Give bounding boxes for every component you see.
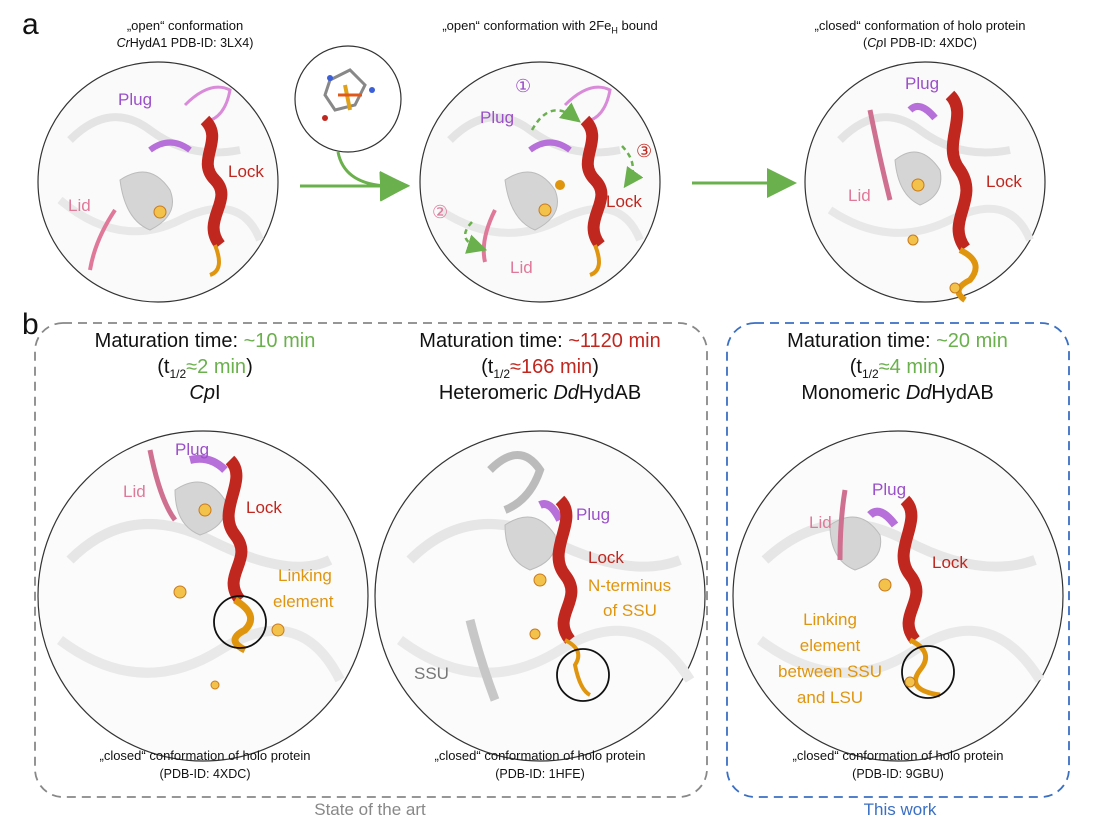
- b3-lid-label: Lid: [809, 513, 832, 532]
- b2-ssu-label: SSU: [414, 664, 449, 683]
- a3-caption: „closed“ conformation of holo protein: [814, 18, 1026, 33]
- b3-bottom-pdb: (PDB-ID: 9GBU): [852, 767, 944, 781]
- b3-structure: [732, 430, 1064, 762]
- a1-lock-label: Lock: [228, 162, 264, 181]
- b3-lock-label: Lock: [932, 553, 968, 572]
- b3-linking-label-1: Linking: [803, 610, 857, 629]
- b1-linking-label-2: element: [273, 592, 334, 611]
- a1-subcaption: CrHydA1 PDB-ID: 3LX4): [116, 36, 254, 50]
- b2-lock-label: Lock: [588, 548, 624, 567]
- a1-structure: [37, 61, 279, 303]
- a1-plug-label: Plug: [118, 90, 153, 109]
- b1-bottom-pdb: (PDB-ID: 4XDC): [159, 767, 251, 781]
- a3-plug-label: Plug: [905, 74, 940, 93]
- b2-bottom-pdb: (PDB-ID: 1HFE): [495, 767, 585, 781]
- b3-plug-label: Plug: [872, 480, 907, 499]
- footer-state-of-art: State of the art: [314, 800, 426, 819]
- footer-this-work: This work: [863, 800, 937, 819]
- panel-a-letter: a: [22, 8, 39, 41]
- b1-linking-label-1: Linking: [278, 566, 332, 585]
- a3-lid-label: Lid: [848, 186, 871, 205]
- b3-linking-label-3: between SSU: [778, 662, 882, 681]
- a3-subcaption: (CpI PDB-ID: 4XDC): [863, 36, 977, 50]
- state-of-art-box: [34, 322, 708, 798]
- b2-maturation: Maturation time: ~1120 min: [419, 330, 661, 352]
- b1-plug-label: Plug: [175, 440, 210, 459]
- a1-caption: „open“ conformation: [126, 18, 244, 33]
- panel-b-letter: b: [22, 308, 39, 341]
- a2-lock-label: Lock: [606, 192, 642, 211]
- b2-bottom-caption: „closed“ conformation of holo protein: [434, 748, 646, 763]
- b3-halflife: (t1/2≈4 min): [849, 356, 946, 381]
- a3-structure: [804, 61, 1046, 303]
- b2-nterm-label-2: of SSU: [603, 601, 657, 620]
- a2-caption: „open“ conformation with 2FeH bound: [442, 18, 658, 36]
- b2-name: Heteromeric DdHydAB: [438, 382, 642, 404]
- b1-lid-label: Lid: [123, 482, 146, 501]
- b2-structure: [374, 430, 706, 762]
- b1-maturation: Maturation time: ~10 min: [94, 330, 316, 352]
- b1-halflife: (t1/2≈2 min): [157, 356, 253, 381]
- step-3-marker: ③: [636, 141, 653, 161]
- step-2-marker: ②: [432, 202, 449, 222]
- this-work-box: [726, 322, 1070, 798]
- b1-lock-label: Lock: [246, 498, 282, 517]
- b1-bottom-caption: „closed“ conformation of holo protein: [99, 748, 311, 763]
- a2-plug-label: Plug: [480, 108, 515, 127]
- b2-halflife: (t1/2≈166 min): [481, 356, 599, 381]
- b2-plug-label: Plug: [576, 505, 611, 524]
- arrow-1: [336, 151, 410, 202]
- cofactor-inset: [294, 45, 402, 153]
- a2-lid-label: Lid: [510, 258, 533, 277]
- b3-linking-label-4: and LSU: [796, 688, 864, 707]
- b3-bottom-caption: „closed“ conformation of holo protein: [792, 748, 1004, 763]
- a2-structure: [419, 61, 661, 303]
- b3-name: Monomeric DdHydAB: [801, 382, 994, 404]
- a3-lock-label: Lock: [986, 172, 1022, 191]
- b3-linking-label-2: element: [799, 636, 861, 655]
- b2-nterm-label-1: N-terminus: [588, 576, 672, 595]
- b1-name: CpI: [189, 382, 221, 404]
- a1-lid-label: Lid: [68, 196, 91, 215]
- b1-structure: [37, 430, 369, 762]
- b3-maturation: Maturation time: ~20 min: [787, 330, 1008, 352]
- step-1-marker: ①: [515, 76, 532, 96]
